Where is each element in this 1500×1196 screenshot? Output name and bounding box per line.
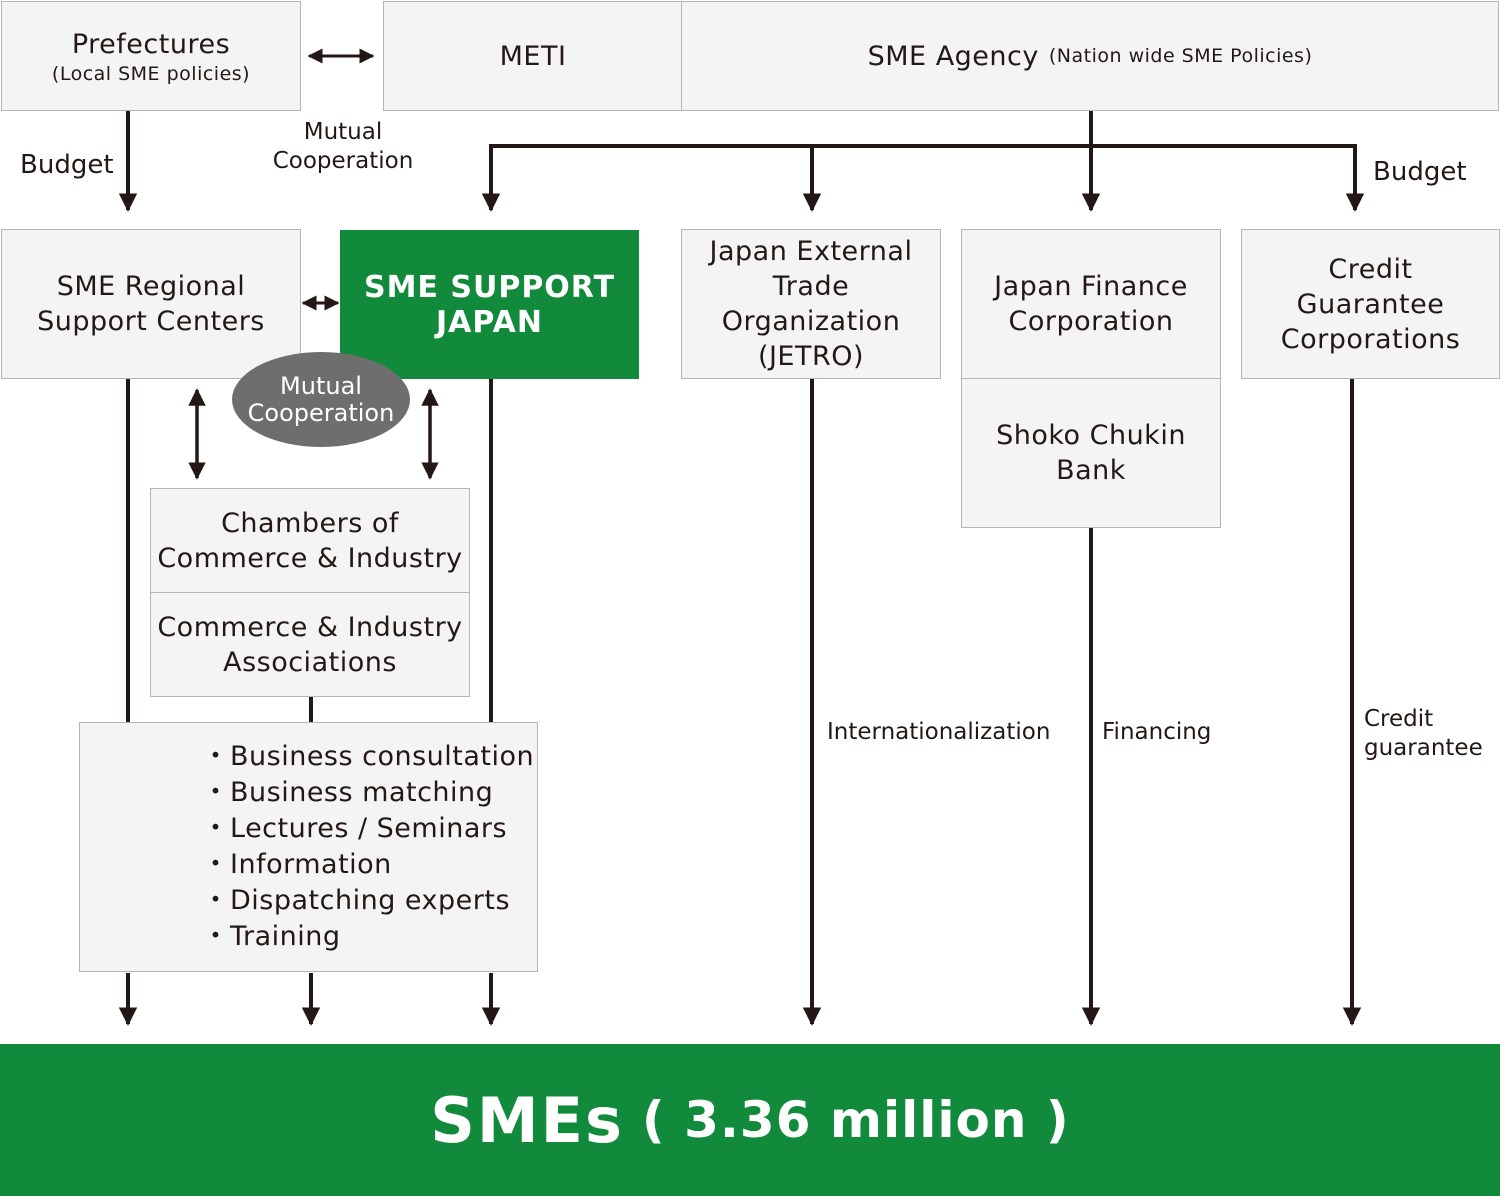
service-item: Information — [202, 847, 537, 883]
commerce-industry-associations-box: Commerce & Industry Associations — [150, 592, 470, 697]
smes-banner: SMEs ( 3.36 million ) — [0, 1044, 1500, 1196]
jetro-line2: Trade Organization — [721, 271, 901, 337]
regional-line1: SME Regional — [56, 271, 246, 302]
jetro-line3: (JETRO) — [757, 341, 865, 372]
jfc-line1: Japan Finance — [994, 271, 1188, 302]
mutual-cooperation-label-top: Mutual Cooperation — [273, 118, 414, 176]
japan-finance-corporation-box: Japan Finance Corporation — [961, 229, 1221, 379]
jetro-box: Japan External Trade Organization (JETRO… — [681, 229, 941, 379]
smes-title: SMEs — [430, 1083, 624, 1157]
shoko-chukin-bank-box: Shoko Chukin Bank — [961, 378, 1221, 528]
mutual-cooperation-line2: Cooperation — [272, 148, 414, 174]
internationalization-label: Internationalization — [827, 719, 1051, 745]
chambers-line1: Chambers of — [221, 508, 399, 539]
jetro-line1: Japan External — [709, 236, 913, 267]
credit-guarantee-label: Credit guarantee — [1364, 705, 1483, 763]
prefectures-box: Prefectures (Local SME policies) — [1, 1, 301, 111]
service-item: Business matching — [202, 775, 537, 811]
ellipse-line1: Mutual — [280, 371, 362, 400]
credit-guarantee-line1: Credit — [1364, 706, 1434, 732]
regional-line2: Support Centers — [37, 306, 265, 337]
sme-support-japan-box: SME SUPPORT JAPAN — [340, 230, 639, 379]
mutual-cooperation-ellipse: Mutual Cooperation — [232, 352, 410, 447]
associations-line1: Commerce & Industry — [157, 611, 463, 643]
chambers-line2: Commerce & Industry — [157, 543, 463, 574]
sme-agency-subtitle: (Nation wide SME Policies) — [1048, 45, 1313, 67]
service-item: Dispatching experts — [202, 883, 537, 919]
associations-line2: Associations — [223, 646, 397, 678]
credit-line3: Corporations — [1280, 323, 1461, 355]
smes-count: ( 3.36 million ) — [641, 1091, 1070, 1149]
financing-label: Financing — [1102, 719, 1212, 745]
jfc-line2: Corporation — [1008, 306, 1174, 337]
shoko-line2: Bank — [1056, 455, 1126, 486]
service-item: Business consultation — [202, 739, 537, 775]
credit-guarantee-line2: guarantee — [1364, 735, 1483, 761]
ellipse-line2: Cooperation — [247, 398, 395, 427]
sme-agency-title: SME Agency — [867, 40, 1039, 72]
mutual-cooperation-line1: Mutual — [303, 119, 383, 145]
service-item: Lectures / Seminars — [202, 811, 537, 847]
services-list: Business consultation Business matching … — [79, 722, 538, 972]
shoko-line1: Shoko Chukin — [996, 420, 1186, 451]
ssj-line2: JAPAN — [436, 304, 543, 340]
meti-label: METI — [499, 40, 567, 72]
ssj-line1: SME SUPPORT — [363, 269, 616, 305]
chambers-of-commerce-box: Chambers of Commerce & Industry — [150, 488, 470, 594]
budget-label-left: Budget — [20, 150, 114, 180]
budget-label-right: Budget — [1373, 157, 1467, 187]
service-item: Training — [202, 919, 537, 955]
sme-agency-box: SME Agency (Nation wide SME Policies) — [681, 1, 1499, 111]
credit-line1: Credit — [1328, 253, 1413, 285]
sme-regional-support-centers-box: SME Regional Support Centers — [1, 229, 301, 379]
prefectures-title: Prefectures — [71, 28, 231, 60]
meti-box: METI — [383, 1, 683, 111]
credit-guarantee-corporations-box: Credit Guarantee Corporations — [1241, 229, 1500, 379]
credit-line2: Guarantee — [1296, 288, 1445, 320]
prefectures-subtitle: (Local SME policies) — [51, 62, 251, 85]
